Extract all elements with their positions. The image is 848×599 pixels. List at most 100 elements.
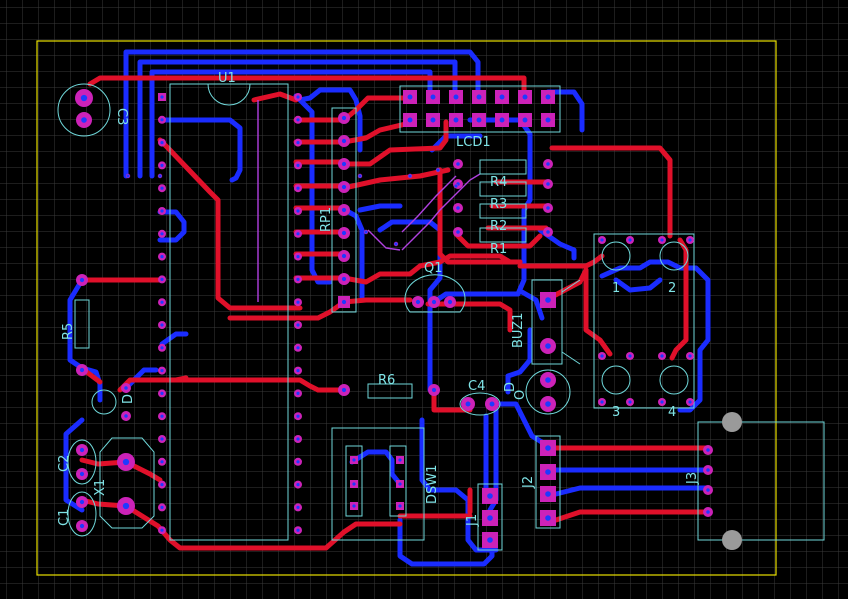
resistor-pad-hole	[456, 162, 460, 166]
dsw1-pad-hole	[398, 504, 402, 508]
switch-pad-hole	[628, 354, 632, 358]
u1-pin-left-hole	[160, 437, 164, 441]
q1-pad-hole	[447, 299, 453, 305]
silkscreen	[57, 83, 825, 551]
q1-pad-hole	[415, 299, 421, 305]
j3-mount-hole	[722, 530, 742, 550]
resistor-pad-hole	[546, 182, 550, 186]
rp1-pin-hole	[341, 161, 347, 167]
label-dsw1: DSW1	[425, 465, 440, 504]
label-r3: R3	[490, 197, 507, 212]
x1-pad-hole	[122, 458, 130, 466]
u1-pin-left-hole	[160, 323, 164, 327]
j3-pin-hole	[706, 468, 710, 472]
r6-pad-hole	[431, 387, 437, 393]
label-sw1: 1	[612, 281, 620, 296]
label-r2: R2	[490, 219, 507, 234]
r5-pad-hole	[79, 277, 85, 283]
c4-pad-hole	[489, 401, 495, 407]
j1-pin-hole	[487, 493, 493, 499]
u1-pin-left-hole	[160, 186, 164, 190]
u1-pin-right-hole	[296, 163, 300, 167]
lcd1-pin-top-hole	[476, 94, 482, 100]
rp1-pin-hole	[341, 276, 347, 282]
pads	[75, 89, 713, 548]
c3-pad-hole	[80, 94, 88, 102]
thin-tracks	[257, 100, 481, 302]
c4-pad-hole	[465, 401, 471, 407]
label-sw3: 3	[612, 405, 620, 420]
u1-outline	[169, 83, 289, 541]
u1-pin-right-hole	[296, 95, 300, 99]
lcd1-pin-bottom-hole	[453, 117, 459, 123]
resistor-pad-hole	[546, 230, 550, 234]
r6-pad-hole	[341, 387, 347, 393]
via-hole	[364, 230, 368, 234]
label-r6: R6	[378, 373, 395, 388]
dsw1-pad-hole	[352, 504, 356, 508]
switch-pad-hole	[660, 354, 664, 358]
resistor-pad-hole	[456, 206, 460, 210]
dsw1-pad-hole	[398, 482, 402, 486]
j2-pin-hole	[545, 469, 551, 475]
j1-pin-hole	[487, 537, 493, 543]
cap-pad-hole	[124, 414, 128, 418]
via-hole	[158, 174, 162, 178]
u1-pin-right-hole	[296, 414, 300, 418]
u1-pin-left-hole	[160, 460, 164, 464]
label-c4: C4	[468, 379, 485, 394]
j3-outline	[697, 421, 825, 541]
c2-pad-hole	[79, 471, 85, 477]
rp1-pin-hole	[341, 138, 347, 144]
cap-pad-hole	[124, 386, 128, 390]
u1-pin-left-hole	[160, 277, 164, 281]
u1-pin-right-hole	[296, 118, 300, 122]
via-hole	[126, 174, 130, 178]
via-hole	[436, 168, 440, 172]
label-r5: R5	[61, 323, 76, 340]
label-sw4: 4	[668, 405, 676, 420]
label-r1: R1	[490, 242, 507, 257]
j3-pin-hole	[706, 488, 710, 492]
label-j2: J2	[521, 476, 536, 489]
rp1-pin-hole	[341, 115, 347, 121]
lcd1-pin-bottom-hole	[545, 117, 551, 123]
u1-pin-left-hole	[160, 232, 164, 236]
label-led-d: D	[503, 382, 518, 392]
buz1-pad-hole	[545, 343, 551, 349]
u1-pin-right-hole	[296, 255, 300, 259]
rp1-outline	[331, 107, 357, 313]
u1-pin-right-hole	[296, 232, 300, 236]
led-pad-hole	[545, 401, 551, 407]
label-buz1: BUZ1	[511, 313, 526, 348]
resistor-pad-hole	[546, 206, 550, 210]
switch-outline	[593, 233, 695, 409]
dsw1-pad-hole	[352, 458, 356, 462]
switch-pad-hole	[628, 400, 632, 404]
label-j1: J1	[465, 514, 480, 527]
j2-pin-hole	[545, 515, 551, 521]
resistor-pad-hole	[456, 230, 460, 234]
label-cap-small: D	[121, 394, 136, 404]
u1-pin-right-hole	[296, 277, 300, 281]
x1-pad-hole	[122, 502, 130, 510]
j2-pin-hole	[545, 445, 551, 451]
dsw1-pad-hole	[398, 458, 402, 462]
lcd1-pin-top-hole	[453, 94, 459, 100]
j3-pin-hole	[706, 510, 710, 514]
via-hole	[408, 174, 412, 178]
j1-pin-hole	[487, 515, 493, 521]
j3-mount-hole	[722, 412, 742, 432]
board-outline	[36, 40, 777, 576]
switch-pad-hole	[688, 400, 692, 404]
u1-pin-right-hole	[296, 437, 300, 441]
u1-pin-left-hole	[160, 118, 164, 122]
u1-pin-left-hole	[160, 141, 164, 145]
label-x1: X1	[93, 479, 108, 496]
u1-pin-right-hole	[296, 300, 300, 304]
c1-pad-hole	[79, 499, 85, 505]
rp1-pin-hole	[341, 230, 347, 236]
lcd1-pin-bottom-hole	[430, 117, 436, 123]
label-u1: U1	[218, 71, 236, 86]
